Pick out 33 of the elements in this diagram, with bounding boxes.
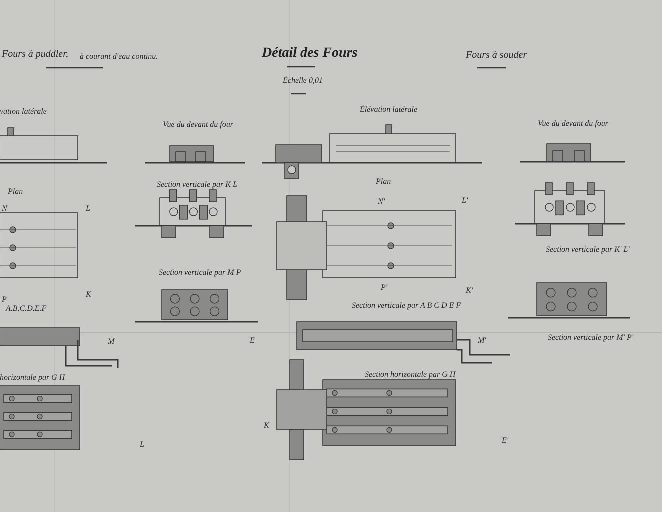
section-mark: M'	[478, 337, 486, 345]
drawing-caption: à courant d'eau continu.	[80, 53, 158, 61]
drawing-caption: vation latérale	[0, 108, 47, 116]
drawing-caption: Vue du devant du four	[163, 121, 234, 129]
section-mark: N'	[378, 198, 386, 206]
section-mark: K	[264, 422, 270, 430]
sheet-title: Détail des Fours	[262, 47, 358, 61]
drawing-caption: A.B.C.D.E.F	[6, 305, 47, 313]
drawing-caption: Section verticale par A B C D E F	[352, 302, 462, 310]
drawing-caption: Échelle 0,01	[283, 77, 323, 85]
section-mark: E'	[502, 437, 509, 445]
drawing-caption: Élévation latérale	[360, 106, 418, 114]
section-mark: K	[86, 291, 92, 299]
drawing-caption: Section verticale par M P	[159, 269, 242, 277]
drawing-caption: horizontale par G H	[0, 374, 66, 382]
section-mark: M	[108, 338, 115, 346]
drawing-caption: Vue du devant du four	[538, 120, 609, 128]
section-mark: L	[86, 205, 90, 213]
section-mark: P'	[381, 284, 388, 292]
drawing-caption: Fours à souder	[466, 51, 528, 61]
drawing-caption: Section verticale par M' P'	[548, 334, 634, 342]
drawing-caption: Section verticale par K L	[157, 181, 238, 189]
drawing-caption: Plan	[376, 178, 392, 186]
section-mark: K'	[466, 287, 474, 295]
drawing-caption: Fours à puddler,	[2, 50, 68, 60]
section-mark: N	[2, 205, 8, 213]
drawing-caption: Plan	[8, 188, 24, 196]
drawing-caption: Section horizontale par G H	[365, 371, 456, 379]
drawing-caption: Section verticale par K' L'	[546, 246, 630, 254]
section-mark: P	[2, 296, 7, 304]
section-mark: E	[250, 337, 255, 345]
section-mark: L	[140, 441, 144, 449]
section-mark: L'	[462, 197, 468, 205]
